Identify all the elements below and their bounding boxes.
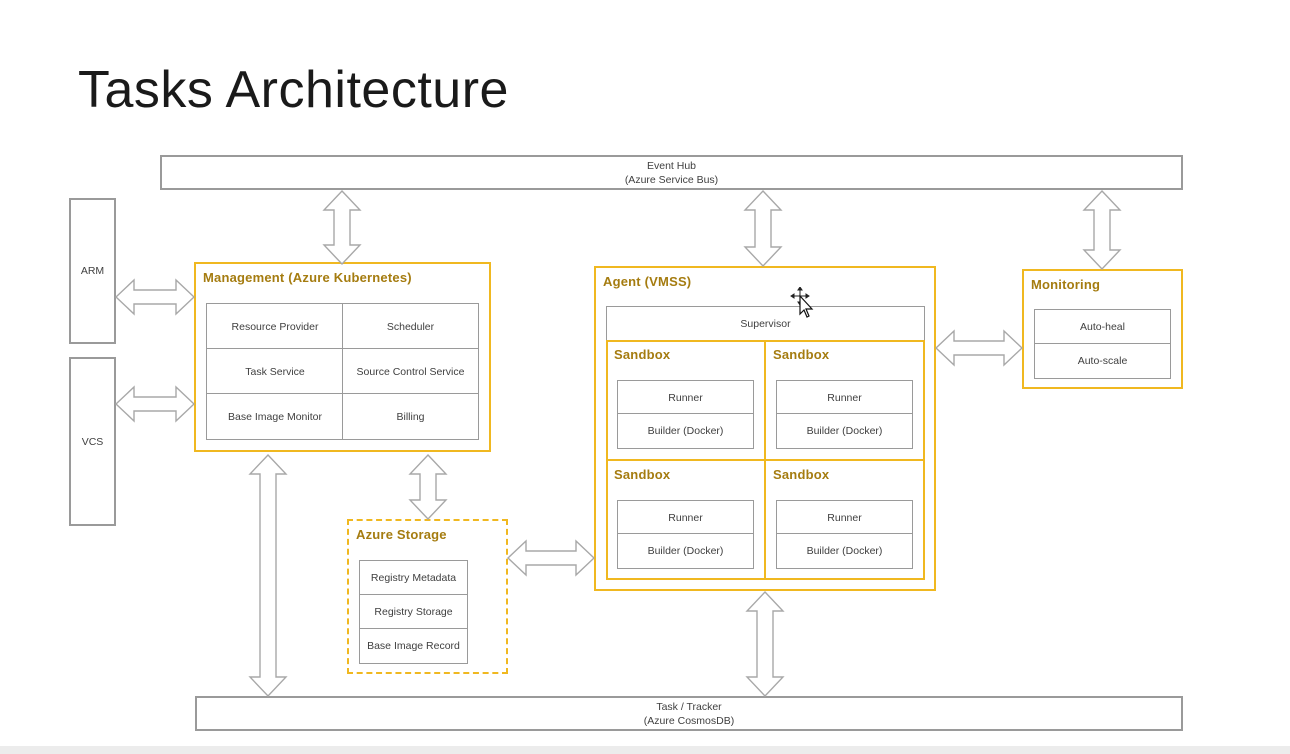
sandbox-2-runner: Runner: [776, 380, 913, 415]
arrow-arm-management: [114, 278, 196, 316]
base-image-monitor-cell: Base Image Monitor: [206, 393, 344, 440]
arm-label: ARM: [80, 265, 105, 277]
billing-cell: Billing: [342, 393, 479, 440]
vcs-label: VCS: [81, 435, 104, 448]
arrow-vcs-management: [114, 385, 196, 423]
arrow-eventhub-management: [322, 189, 362, 266]
task-tracker-bar: Task / Tracker (Azure CosmosDB): [195, 696, 1183, 731]
event-hub-name: Event Hub: [646, 159, 697, 172]
sandbox-2-label: Sandbox: [773, 347, 830, 362]
arrow-eventhub-monitoring: [1082, 189, 1122, 271]
resource-provider-cell: Resource Provider: [206, 303, 344, 350]
sandbox-4-builder: Builder (Docker): [776, 533, 913, 569]
arrow-management-storage: [408, 453, 448, 521]
arrow-eventhub-agent: [743, 189, 783, 268]
slide-bottom-edge: [0, 746, 1290, 754]
arm-box: ARM: [69, 198, 116, 344]
arrow-agent-monitoring: [934, 329, 1024, 367]
mouse-cursor-icon: [790, 287, 814, 318]
slide-title: Tasks Architecture: [78, 61, 509, 119]
sandbox-3-label: Sandbox: [614, 467, 671, 482]
scheduler-cell: Scheduler: [342, 303, 479, 350]
sandbox-2-builder: Builder (Docker): [776, 413, 913, 449]
base-image-record-cell: Base Image Record: [359, 628, 468, 664]
vcs-box: VCS: [69, 357, 116, 526]
arrow-management-tracker: [248, 453, 288, 698]
task-tracker-sub: (Azure CosmosDB): [643, 714, 735, 727]
task-service-cell: Task Service: [206, 348, 344, 395]
agent-label: Agent (VMSS): [603, 274, 692, 289]
sandbox-1-label: Sandbox: [614, 347, 671, 362]
arrow-storage-agent: [506, 539, 596, 577]
auto-heal-cell: Auto-heal: [1034, 309, 1171, 345]
arrow-agent-tracker: [745, 590, 785, 698]
auto-scale-cell: Auto-scale: [1034, 343, 1171, 379]
event-hub-sub: (Azure Service Bus): [624, 173, 719, 186]
management-label: Management (Azure Kubernetes): [203, 270, 412, 285]
azure-storage-label: Azure Storage: [356, 527, 447, 542]
sandbox-4-runner: Runner: [776, 500, 913, 535]
sandbox-divider-horizontal: [606, 459, 925, 461]
sandbox-1-builder: Builder (Docker): [617, 413, 754, 449]
task-tracker-name: Task / Tracker: [656, 700, 722, 713]
source-control-service-cell: Source Control Service: [342, 348, 479, 395]
sandbox-4-label: Sandbox: [773, 467, 830, 482]
supervisor-cell: Supervisor: [606, 306, 925, 342]
sandbox-3-runner: Runner: [617, 500, 754, 535]
registry-metadata-cell: Registry Metadata: [359, 560, 468, 596]
registry-storage-cell: Registry Storage: [359, 594, 468, 630]
sandbox-1-runner: Runner: [617, 380, 754, 415]
monitoring-label: Monitoring: [1031, 277, 1101, 292]
sandbox-3-builder: Builder (Docker): [617, 533, 754, 569]
event-hub-bar: Event Hub (Azure Service Bus): [160, 155, 1183, 190]
